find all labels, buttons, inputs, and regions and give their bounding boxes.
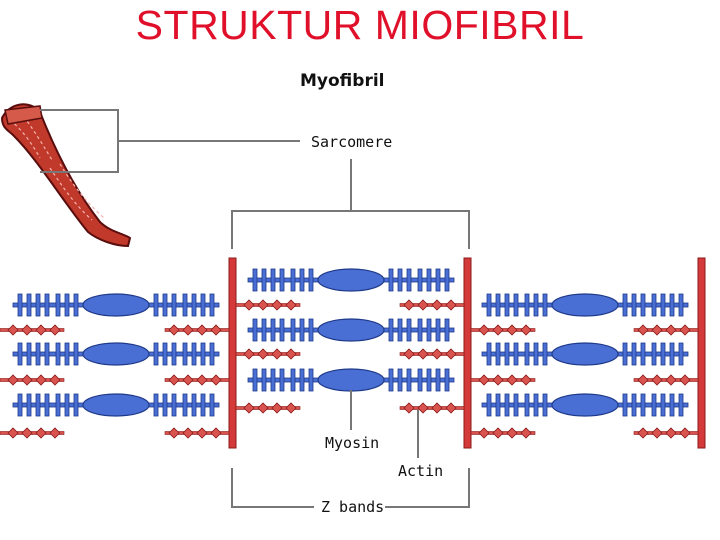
myofibril-bracket xyxy=(40,109,300,173)
sarcomere-label: Sarcomere xyxy=(311,133,392,151)
myofibril-illustration xyxy=(0,103,132,248)
myosin-label: Myosin xyxy=(325,434,379,452)
z-bands-bracket xyxy=(231,468,470,508)
sarcomere-bracket xyxy=(231,159,470,249)
z-band-left xyxy=(228,257,237,449)
z-bands-label: Z bands xyxy=(321,498,384,516)
myofibril-label: Myofibril xyxy=(300,71,385,91)
z-band-right xyxy=(463,257,472,449)
actin-label: Actin xyxy=(398,462,443,480)
z-band-far-right xyxy=(697,257,706,449)
page-title: STRUKTUR MIOFIBRIL xyxy=(135,2,585,48)
